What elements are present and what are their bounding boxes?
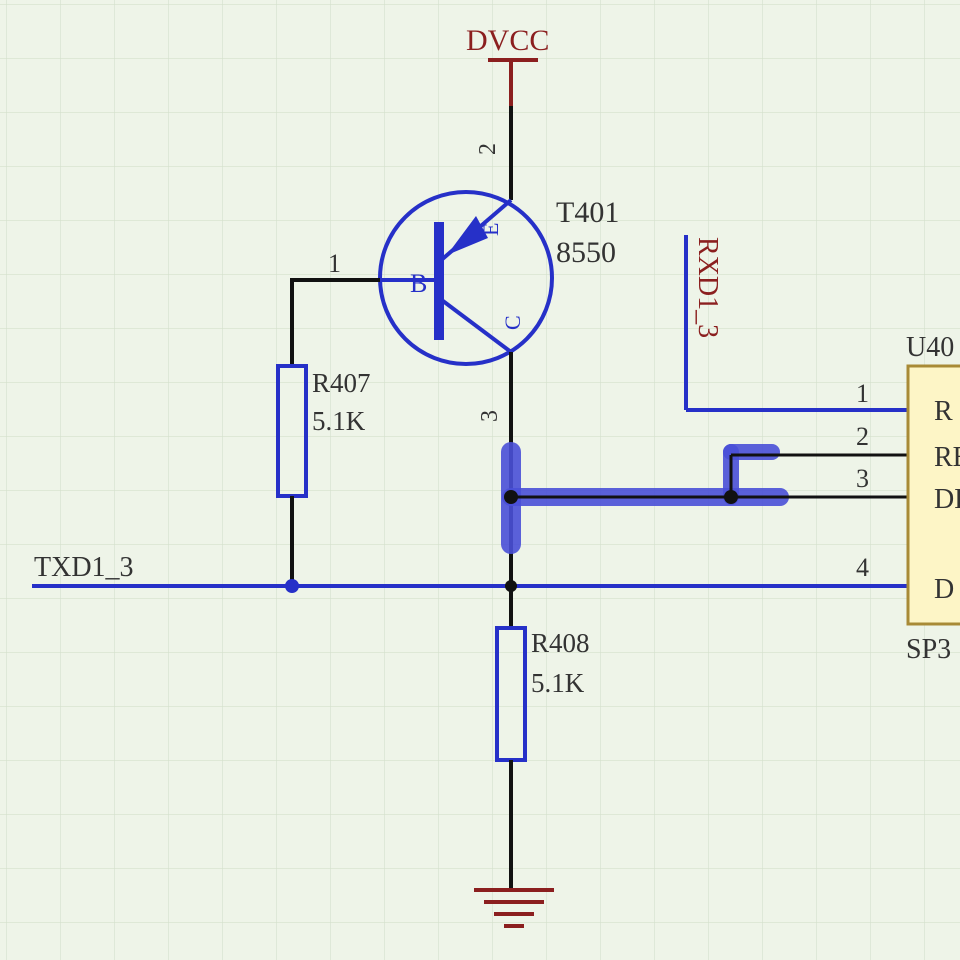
collector-letter: C: [500, 315, 525, 330]
txd-net-label: TXD1_3: [34, 552, 134, 583]
rxd-net-label: RXD1_3: [692, 237, 723, 338]
ground-symbol[interactable]: [474, 888, 554, 928]
emitter-pin-number: 2: [475, 143, 501, 155]
collector-pin-number: 3: [477, 410, 503, 422]
transistor-designator: T401: [556, 196, 619, 229]
r407-value: 5.1K: [312, 406, 366, 436]
chip-part: SP3: [906, 634, 951, 665]
txd-junction-r407: [285, 579, 299, 593]
chip-pin-1-label: R: [934, 396, 953, 427]
emitter-arrow: [447, 216, 488, 255]
transistor-t401[interactable]: [378, 190, 554, 366]
r407-designator: R407: [312, 368, 371, 398]
dvcc-power-symbol[interactable]: [488, 58, 538, 108]
r408-designator: R408: [531, 628, 590, 658]
rxd-net-wire[interactable]: [684, 235, 908, 412]
transistor-part: 8550: [556, 236, 616, 269]
chip-pin-2-number: 2: [856, 422, 869, 451]
highlighted-de-re-net[interactable]: [501, 442, 908, 554]
base-wire[interactable]: [290, 278, 380, 366]
chip-pin-3-label: DE: [934, 484, 960, 515]
r408-value: 5.1K: [531, 668, 585, 698]
chip-pin-2-label: RE: [934, 442, 960, 473]
chip-pin-3-number: 3: [856, 464, 869, 493]
chip-pin-1-number: 1: [856, 379, 869, 408]
base-letter: B: [410, 269, 427, 298]
chip-pin-4-number: 4: [856, 553, 869, 582]
base-pin-number: 1: [328, 249, 341, 278]
chip-u40[interactable]: [906, 364, 960, 626]
chip-designator: U40: [906, 332, 954, 363]
chip-pin-4-label: D: [934, 574, 954, 605]
dvcc-label: DVCC: [466, 24, 549, 57]
emitter-letter: E: [478, 223, 503, 236]
